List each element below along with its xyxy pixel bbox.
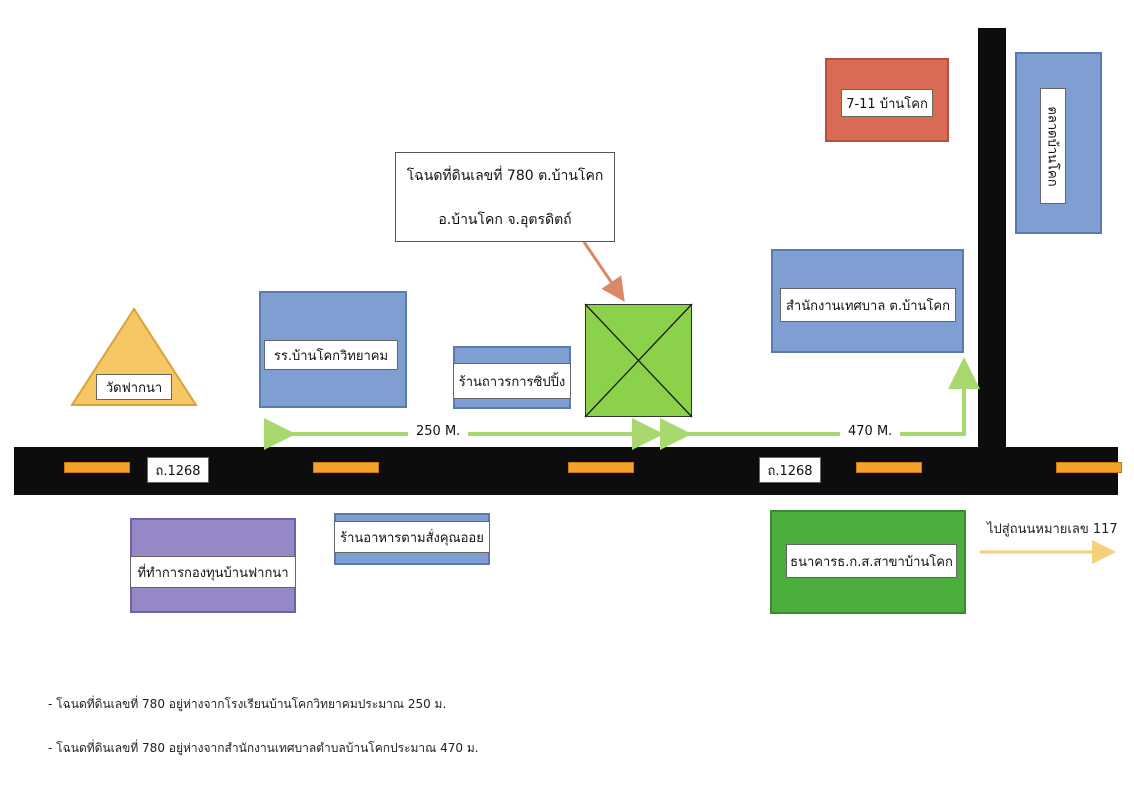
seven-eleven-label: 7-11 บ้านโคก [841, 89, 933, 117]
bank-label: ธนาคารธ.ก.ส.สาขาบ้านโคก [786, 544, 957, 578]
distance-label-250: 250 M. [408, 424, 469, 439]
school-label: รร.บ้านโคกวิทยาคม [264, 340, 398, 370]
plot-cross-line [584, 303, 693, 418]
fund-office-label: ที่ทำการกองทุนบ้านฟากนา [130, 556, 296, 588]
lane-mark [568, 462, 634, 473]
direction-label: ไปสู่ถนนหมายเลข 117 [987, 522, 1118, 537]
note-line: - โฉนดที่ดินเลขที่ 780 อยู่ห่างจากโรงเรี… [48, 697, 447, 711]
lane-mark [313, 462, 379, 473]
distance-label-470: 470 M. [840, 424, 901, 439]
lane-mark [1056, 462, 1122, 473]
note-line: - โฉนดที่ดินเลขที่ 780 อยู่ห่างจากสำนักง… [48, 741, 479, 755]
shop-label: ร้านถาวรการซิปปิ้ง [453, 363, 571, 399]
deed-callout-line1: โฉนดที่ดินเลขที่ 780 ต.บ้านโคก [406, 168, 604, 184]
side-road [978, 28, 1006, 448]
deed-callout: โฉนดที่ดินเลขที่ 780 ต.บ้านโคก อ.บ้านโคก… [395, 152, 615, 242]
market-label: ตลาดบ้านโคก [1040, 88, 1066, 204]
temple-label: วัดฟากนา [96, 374, 172, 400]
municipal-office-label: สำนักงานเทศบาล ต.บ้านโคก [780, 288, 956, 322]
deed-callout-line2: อ.บ้านโคก จ.อุตรดิตถ์ [438, 212, 572, 228]
distance-arrow-470 [660, 357, 980, 450]
restaurant-label: ร้านอาหารตามสั่งคุณออย [334, 521, 490, 553]
lane-mark [856, 462, 922, 473]
callout-arrow [582, 241, 625, 302]
road-label-left: ถ.1268 [147, 457, 209, 483]
lane-mark [64, 462, 130, 473]
road-label-right: ถ.1268 [759, 457, 821, 483]
